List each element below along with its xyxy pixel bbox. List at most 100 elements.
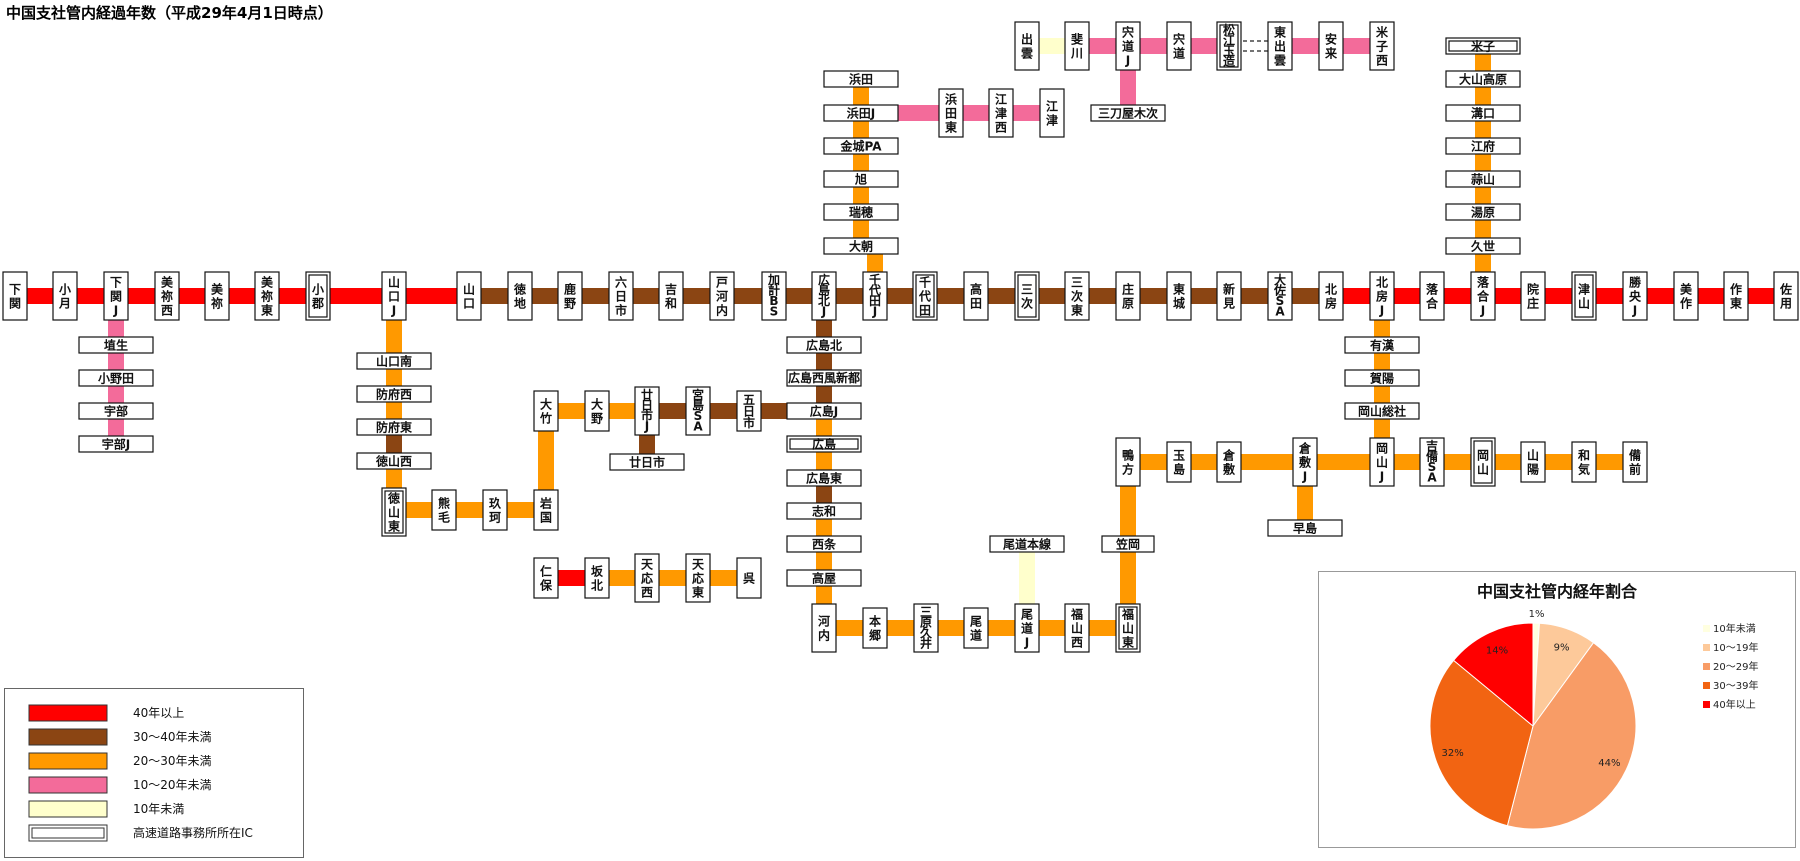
ic-kuse[interactable]: 久世: [1445, 237, 1521, 255]
ic-yubara[interactable]: 湯原: [1445, 203, 1521, 221]
ic-kure[interactable]: 呉: [736, 557, 762, 599]
ic-higashiizumo[interactable]: 東出雲: [1267, 21, 1293, 71]
ic-kumage[interactable]: 熊毛: [431, 489, 457, 531]
ic-izumo[interactable]: 出雲: [1014, 21, 1040, 71]
ic-habu[interactable]: 埴生: [78, 336, 154, 354]
ic-togouchi[interactable]: 戸河内: [709, 271, 735, 321]
ic-oasa[interactable]: 大朝: [823, 237, 899, 255]
ic-takata[interactable]: 高田: [963, 271, 989, 321]
ic-sanyo[interactable]: 山陽: [1520, 441, 1546, 483]
ic-ogori[interactable]: 小郡: [305, 271, 331, 321]
ic-daisenkogen[interactable]: 大山高原: [1445, 70, 1521, 88]
ic-shinji[interactable]: 宍道: [1166, 21, 1192, 71]
ic-iwakuni[interactable]: 岩国: [533, 489, 559, 531]
ic-miyoshihigashi[interactable]: 三次東: [1064, 271, 1090, 321]
ic-kano[interactable]: 鹿野: [557, 271, 583, 321]
ic-matsuetamatsukuri[interactable]: 松江玉造: [1216, 21, 1242, 71]
ic-bizen[interactable]: 備前: [1622, 441, 1648, 483]
ic-gotsu[interactable]: 江津: [1039, 88, 1065, 138]
ic-yamaguchiminami[interactable]: 山口南: [356, 352, 432, 370]
ic-kochi[interactable]: 高屋: [786, 569, 862, 587]
ic-itsukaichi[interactable]: 五日市: [736, 390, 762, 432]
ic-yasugi[interactable]: 安来: [1318, 21, 1344, 71]
ic-hatsukaichi[interactable]: 廿日市: [609, 453, 685, 471]
ic-shiwa[interactable]: 志和: [786, 502, 862, 520]
ic-hiruzen[interactable]: 蒜山: [1445, 170, 1521, 188]
ic-miharakui[interactable]: 三原久井: [913, 603, 939, 653]
ic-hamada[interactable]: 浜田: [823, 70, 899, 88]
ic-kofu[interactable]: 江府: [1445, 137, 1521, 155]
ic-hiroshimaj[interactable]: 広島J: [786, 402, 862, 420]
ic-ubej[interactable]: 宇部J: [78, 435, 154, 453]
ic-mimasaka[interactable]: 美作: [1673, 271, 1699, 321]
ic-saijo[interactable]: 西条: [786, 535, 862, 553]
ic-hiroshima[interactable]: 広島: [786, 435, 862, 453]
ic-hofuhigashi[interactable]: 防府東: [356, 418, 432, 436]
ic-minehigashi[interactable]: 美祢東: [254, 271, 280, 321]
ic-kurashiki[interactable]: 倉敷: [1216, 441, 1242, 483]
ic-tokuji[interactable]: 徳地: [507, 271, 533, 321]
ic-fukuyamanishi[interactable]: 福山西: [1064, 603, 1090, 653]
ic-shimonoseki[interactable]: 下関: [2, 271, 28, 321]
ic-sakakita[interactable]: 坂北: [584, 557, 610, 599]
ic-sayo[interactable]: 佐用: [1773, 271, 1799, 321]
ic-tojo[interactable]: 東城: [1166, 271, 1192, 321]
ic-tsuyama[interactable]: 津山: [1571, 271, 1597, 321]
ic-hofunishi[interactable]: 防府西: [356, 385, 432, 403]
ic-gotsunishi[interactable]: 江津西: [988, 88, 1014, 138]
ic-okayamasoja[interactable]: 岡山総社: [1344, 402, 1420, 420]
ic-kamogata[interactable]: 鴨方: [1115, 437, 1141, 487]
ic-hiroshimanishifushin[interactable]: 広島西風新都: [786, 369, 862, 387]
ic-hongo[interactable]: 本郷: [862, 607, 888, 649]
ic-niimi[interactable]: 新見: [1216, 271, 1242, 321]
ic-hiroshimakita[interactable]: 広島北: [786, 336, 862, 354]
ic-mitoyakiji[interactable]: 三刀屋木次: [1090, 104, 1166, 122]
ic-yoshiwa[interactable]: 吉和: [658, 271, 684, 321]
ic-hokubo[interactable]: 北房: [1318, 271, 1344, 321]
ic-mine[interactable]: 美祢: [204, 271, 230, 321]
ic-onomichihonsen[interactable]: 尾道本線: [989, 535, 1065, 553]
ic-hamadaj[interactable]: 浜田J: [823, 104, 899, 122]
ic-okayama[interactable]: 岡山: [1470, 437, 1496, 487]
ic-yonagonishi[interactable]: 米子西: [1369, 21, 1395, 71]
ic-minenishi[interactable]: 美祢西: [154, 271, 180, 321]
ic-tokuyamahigashi[interactable]: 徳山東: [381, 487, 407, 537]
ic-tenonishi[interactable]: 天応西: [634, 553, 660, 603]
ic-mizokuchi[interactable]: 溝口: [1445, 104, 1521, 122]
ic-tamashima[interactable]: 玉島: [1166, 441, 1192, 483]
ic-onomichi[interactable]: 尾道: [963, 607, 989, 649]
ic-yamaguchi[interactable]: 山口: [456, 271, 482, 321]
ic-hiroshimahigashi[interactable]: 広島東: [786, 469, 862, 487]
ic-chiyoda[interactable]: 千代田: [912, 271, 938, 321]
ic-wake[interactable]: 和気: [1571, 441, 1597, 483]
ic-hamadahigashi[interactable]: 浜田東: [938, 88, 964, 138]
ic-sakuto[interactable]: 作東: [1723, 271, 1749, 321]
ic-otake[interactable]: 大竹: [533, 390, 559, 432]
ic-hayashima[interactable]: 早島: [1267, 519, 1343, 537]
ic-fukuyamahigashi[interactable]: 福山東: [1115, 603, 1141, 653]
ic-ube[interactable]: 宇部: [78, 402, 154, 420]
ic-kuga[interactable]: 玖珂: [482, 489, 508, 531]
ic-muikaichi[interactable]: 六日市: [608, 271, 634, 321]
ic-tenohigashi[interactable]: 天応東: [685, 553, 711, 603]
ic-asahi[interactable]: 旭: [823, 170, 899, 188]
ic-yonago[interactable]: 米子: [1445, 37, 1521, 55]
ic-arimaki[interactable]: 有漢: [1344, 336, 1420, 354]
ic-shobara[interactable]: 庄原: [1115, 271, 1141, 321]
ic-mizuho[interactable]: 瑞穂: [823, 203, 899, 221]
